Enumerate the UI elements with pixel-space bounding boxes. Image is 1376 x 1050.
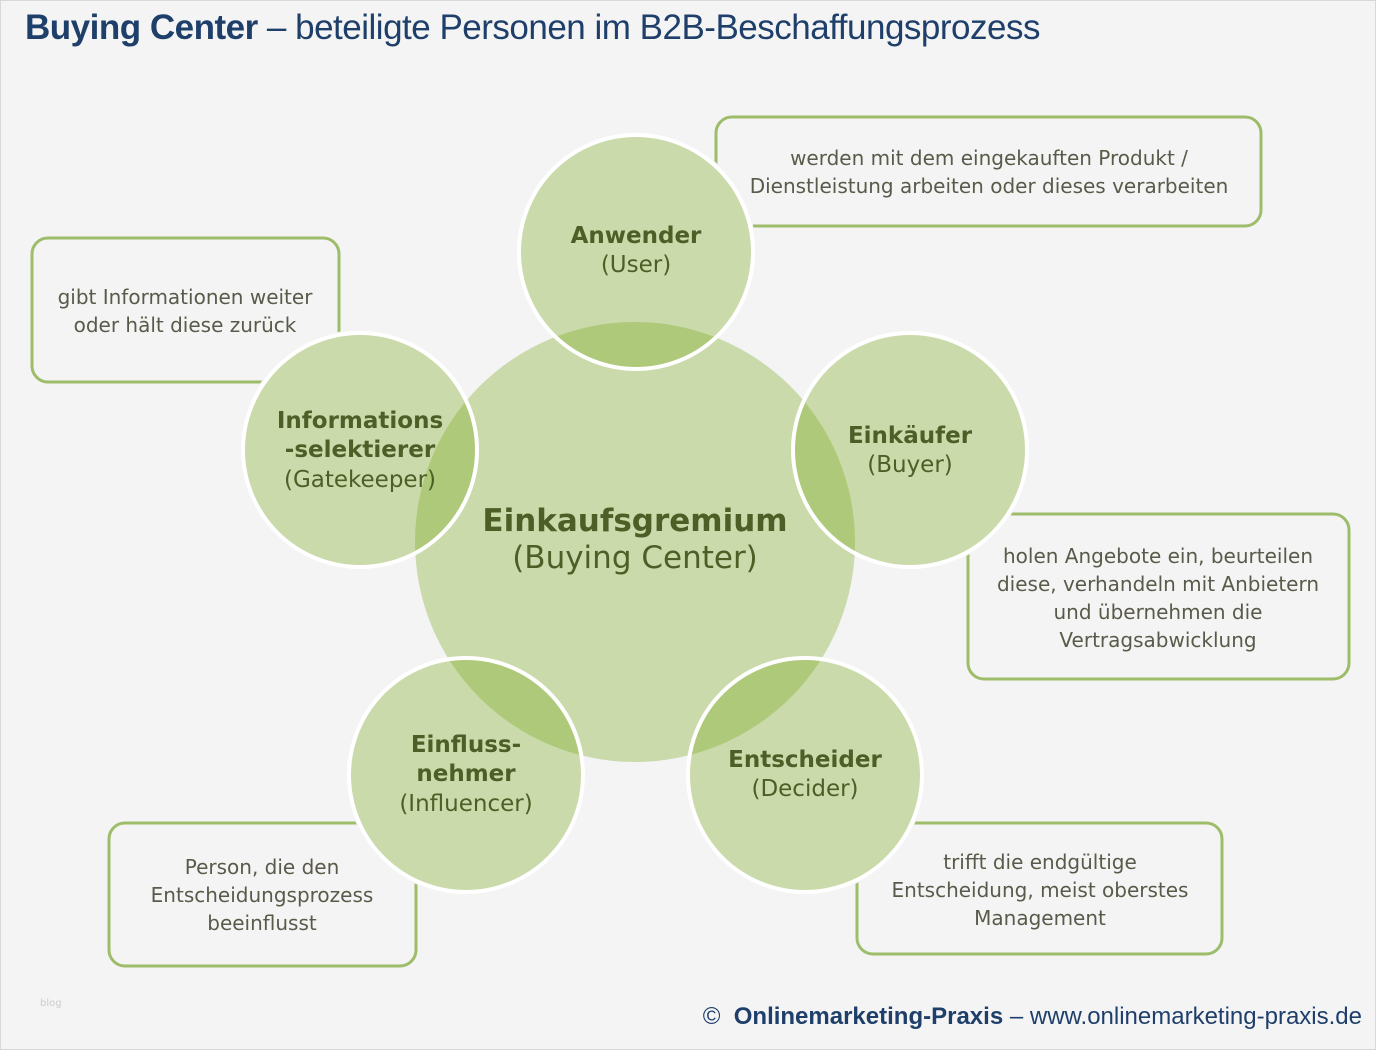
title-bold: Buying Center (25, 8, 258, 47)
desc-anwender-1: werden mit dem eingekauften Produkt / (790, 146, 1188, 170)
role-einflussnehmer: Einfluss- (411, 732, 521, 758)
desc-box-anwender (714, 115, 1263, 228)
circle-anwender (517, 133, 755, 371)
page-title: Buying Center – beteiligte Personen im B… (25, 8, 1040, 48)
desc-einkaeufer-3: und übernehmen die (1054, 600, 1263, 624)
footer: © Onlinemarketing-Praxis – www.onlinemar… (703, 1003, 1362, 1031)
center-title: Einkaufsgremium (482, 503, 787, 539)
role-einkaeufer-en: (Buyer) (867, 452, 953, 478)
footer-brand: Onlinemarketing-Praxis (733, 1003, 1004, 1030)
role-gatekeeper-en: (Gatekeeper) (284, 467, 436, 493)
role-gatekeeper: Informations (277, 408, 443, 434)
desc-einkaeufer-2: diese, verhandeln mit Anbietern (997, 572, 1319, 596)
circle-gatekeeper (241, 331, 479, 569)
desc-anwender-2: Dienstleistung arbeiten oder dieses vera… (750, 174, 1229, 198)
desc-box-einkaeufer (966, 512, 1351, 681)
desc-einkaeufer-4: Vertragsabwicklung (1059, 628, 1256, 652)
center-circle (415, 322, 855, 762)
role-einflussnehmer-2: nehmer (416, 761, 516, 787)
role-einflussnehmer-en: (Influencer) (399, 791, 532, 817)
desc-einflussnehmer-1: Person, die den (185, 855, 340, 879)
role-entscheider-en: (Decider) (751, 776, 858, 802)
circle-einkaeufer (791, 331, 1029, 569)
title-rest: – beteiligte Personen im B2B-Beschaffung… (257, 8, 1041, 47)
watermark: blog (40, 998, 62, 1009)
role-einkaeufer: Einkäufer (848, 423, 973, 449)
desc-einflussnehmer-3: beeinflusst (207, 911, 317, 935)
desc-box-entscheider (855, 821, 1224, 956)
role-anwender: Anwender (571, 223, 702, 249)
circle-einflussnehmer (347, 656, 585, 894)
desc-entscheider-3: Management (974, 906, 1106, 930)
desc-gatekeeper-2: oder hält diese zurück (74, 313, 297, 337)
circle-entscheider (686, 656, 924, 894)
desc-entscheider-2: Entscheidung, meist oberstes (892, 878, 1189, 902)
center-subtitle: (Buying Center) (512, 540, 758, 576)
role-entscheider: Entscheider (728, 747, 882, 773)
footer-url: – www.onlinemarketing-praxis.de (1003, 1003, 1362, 1030)
copyright-icon: © (702, 1003, 721, 1030)
role-anwender-en: (User) (601, 252, 671, 278)
desc-gatekeeper-1: gibt Informationen weiter (58, 285, 314, 309)
desc-einflussnehmer-2: Entscheidungsprozess (151, 883, 374, 907)
desc-box-gatekeeper (30, 236, 341, 384)
desc-einkaeufer-1: holen Angebote ein, beurteilen (1003, 544, 1313, 568)
desc-entscheider-1: trifft die endgültige (943, 850, 1137, 874)
role-gatekeeper-2: -selektierer (285, 437, 436, 463)
desc-box-einflussnehmer (107, 821, 418, 968)
